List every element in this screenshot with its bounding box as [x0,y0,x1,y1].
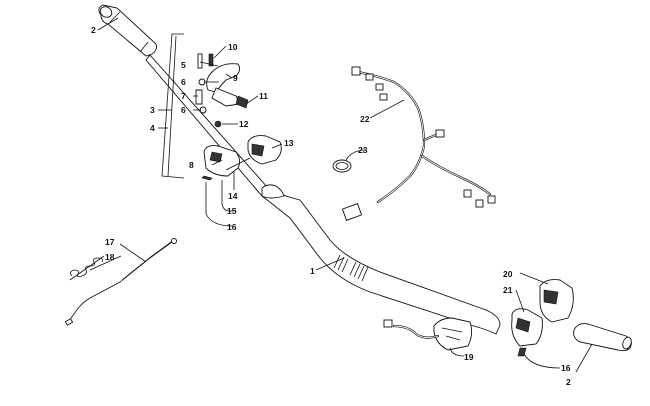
callout-22: 22 [360,114,370,124]
callouts: 1 2 2 3 4 5 6 6 7 8 9 10 11 12 13 14 15 … [91,25,571,387]
callout-5: 5 [181,60,186,70]
callout-8: 8 [189,160,194,170]
callout-2-bottom: 2 [566,377,571,387]
callout-21: 21 [503,285,513,295]
left-hand-grip [98,4,157,57]
callout-2-top: 2 [91,25,96,35]
callout-10: 10 [228,42,238,52]
callout-4: 4 [150,123,155,133]
leader-lines [89,17,593,373]
callout-17: 17 [105,237,115,247]
callout-3: 3 [150,105,155,115]
callout-12: 12 [239,119,249,129]
callout-20: 20 [503,269,513,279]
callout-9: 9 [233,73,238,83]
callout-7: 7 [181,91,186,101]
harness-clip [332,159,352,173]
callout-13: 13 [284,138,294,148]
callout-6-lower: 6 [181,105,186,115]
callout-11: 11 [259,91,268,101]
left-switch-housing [201,135,282,181]
bracket-lines [161,33,185,179]
wiring-harness [341,66,496,221]
callout-16-left: 16 [227,222,237,232]
handlebar [145,54,501,335]
brake-lever-assembly [195,53,249,128]
callout-15: 15 [227,206,237,216]
cable-spring [69,255,105,281]
throttle-connector [383,317,473,351]
throttle-cable [64,238,177,326]
callout-1: 1 [310,266,315,276]
callout-6-upper: 6 [181,77,186,87]
callout-19: 19 [464,352,474,362]
callout-16-right: 16 [561,363,571,373]
right-hand-grip [573,323,632,352]
right-switch-housing [511,279,574,357]
callout-14: 14 [228,191,238,201]
callout-23: 23 [358,145,368,155]
handlebar-grip-band [333,254,369,282]
callout-18: 18 [105,252,115,262]
